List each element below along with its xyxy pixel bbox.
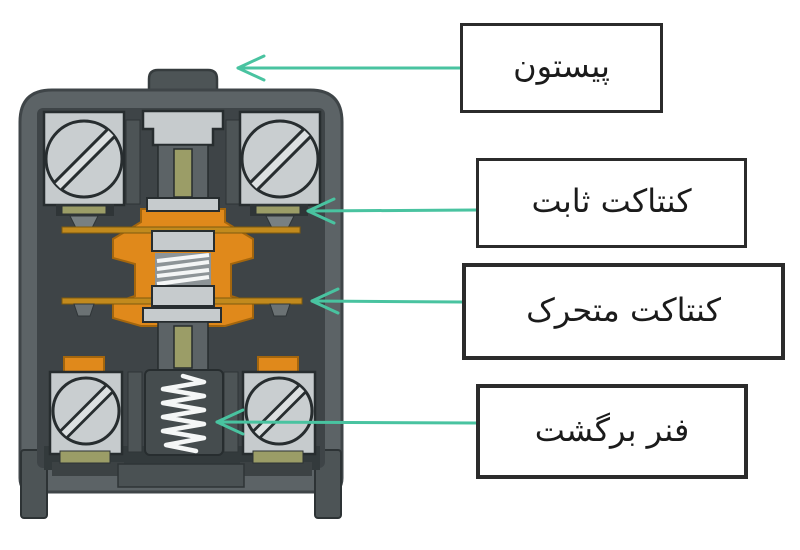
fixed-contacts [56,204,308,229]
label-fixed-contact-text: کنتاکت ثابت [531,182,692,220]
label-return-spring: فنر برگشت [476,384,748,479]
label-moving-contact-text: کنتاکت متحرک [526,290,721,329]
fixed-contact-callout-arrow [306,197,478,225]
return-spring-callout-arrow [215,408,478,436]
moving-contact-callout-arrow [310,287,464,315]
label-piston: پیستون [460,23,663,113]
guide-rails [125,119,241,453]
piston-callout-arrow [236,54,462,82]
label-piston-text: پیستون [513,47,610,85]
top-right-terminal-screw [238,110,322,207]
return-spring-coil [160,373,207,454]
bottom-right-terminal-screw [241,356,317,464]
bottom-left-terminal-screw [48,356,124,464]
label-fixed-contact: کنتاکت ثابت [476,158,747,248]
label-return-spring-text: فنر برگشت [534,410,690,449]
label-moving-contact: کنتاکت متحرک [462,263,785,360]
piston-plunger [147,68,219,94]
plunger-stack [141,109,225,371]
top-left-terminal-screw [42,110,126,207]
return-spring-assembly [144,369,224,456]
